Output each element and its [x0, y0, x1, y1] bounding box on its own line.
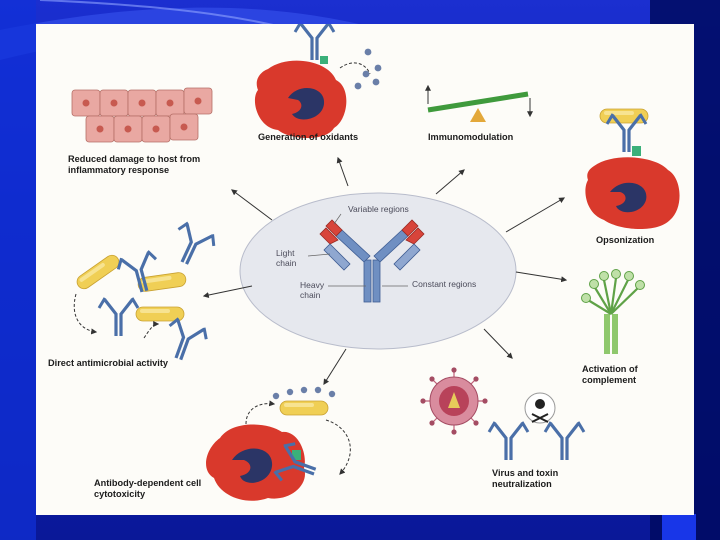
heavy-chain-label: Heavy chain: [300, 281, 330, 300]
opsonization-illustration: [585, 109, 679, 229]
immunomodulation-label: Immunomodulation: [428, 132, 513, 143]
antimicrobial-illustration: [74, 220, 218, 365]
corner-accent: [662, 514, 696, 540]
virus-toxin-label: Virus and toxin neutralization: [492, 468, 582, 490]
host-cells-illustration: [72, 88, 212, 142]
virus-illustration: [420, 367, 584, 460]
antibody-functions-diagram: [36, 24, 694, 515]
immunomodulation-seesaw: [428, 86, 530, 122]
adcc-label: Antibody-dependent cell cytotoxicity: [94, 478, 212, 500]
adcc-illustration: [206, 387, 350, 501]
direct-antimicrobial-label: Direct antimicrobial activity: [48, 358, 168, 369]
diagram-panel: Variable regions Light chain Heavy chain…: [36, 24, 694, 515]
reduced-damage-label: Reduced damage to host from inflammatory…: [68, 154, 226, 176]
variable-regions-label: Variable regions: [348, 205, 409, 215]
light-chain-label: Light chain: [276, 249, 310, 268]
opsonization-label: Opsonization: [596, 235, 654, 246]
generation-of-oxidants-label: Generation of oxidants: [258, 132, 358, 143]
complement-illustration: [582, 270, 645, 355]
oxidants-illustration: [255, 24, 381, 138]
activation-of-complement-label: Activation of complement: [582, 364, 662, 386]
constant-regions-label: Constant regions: [412, 280, 476, 290]
